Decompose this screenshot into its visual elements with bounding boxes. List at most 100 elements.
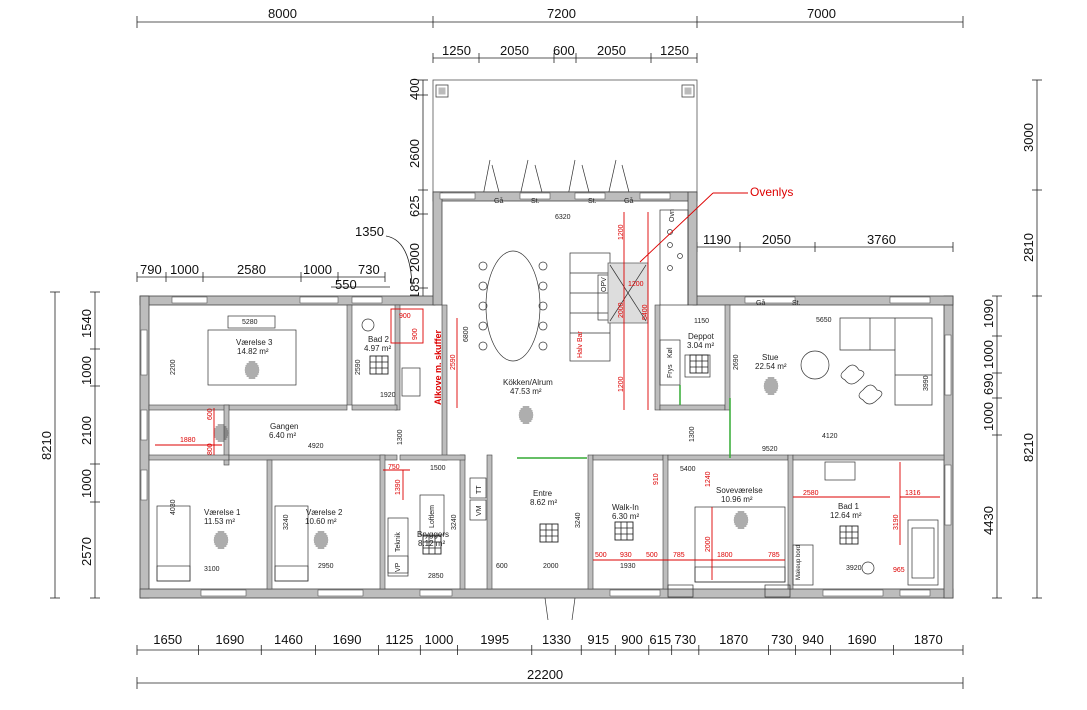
svg-text:St.: St. [588, 198, 597, 205]
svg-text:550: 550 [335, 277, 357, 292]
svg-text:2600: 2600 [407, 139, 422, 168]
svg-text:1300: 1300 [397, 429, 404, 445]
svg-text:5280: 5280 [242, 319, 258, 326]
svg-text:1090: 1090 [981, 299, 996, 328]
room-labels: Værelse 3 14.82 m² Bad 2 4.97 m² Alkove … [204, 329, 862, 548]
svg-text:St.: St. [531, 198, 540, 205]
svg-text:9520: 9520 [762, 446, 778, 453]
room-halvbar-name: Halv Bar [577, 330, 584, 358]
bottom-dim-label: 730 [674, 632, 696, 647]
svg-text:1240: 1240 [705, 471, 712, 487]
svg-text:1000: 1000 [981, 402, 996, 431]
svg-text:1540: 1540 [79, 309, 94, 338]
svg-text:4920: 4920 [308, 443, 324, 450]
svg-text:2100: 2100 [79, 416, 94, 445]
svg-text:930: 930 [620, 552, 632, 559]
room-bad2-area: 4.97 m² [364, 344, 391, 353]
svg-text:2950: 2950 [318, 563, 334, 570]
floor-grid [839, 525, 859, 545]
room-vaerelse3-area: 14.82 m² [237, 347, 269, 356]
svg-text:1500: 1500 [430, 465, 446, 472]
dim-top-2: 7200 [547, 6, 576, 21]
svg-text:2850: 2850 [428, 573, 444, 580]
hatch-symbol [213, 531, 229, 549]
svg-text:TT: TT [476, 485, 483, 494]
svg-text:1000: 1000 [79, 356, 94, 385]
svg-text:2000: 2000 [618, 302, 625, 318]
room-sovevaerelse-name: Soveværelse [716, 486, 763, 495]
room-kokken-area: 47.53 m² [510, 387, 542, 396]
svg-text:1000: 1000 [79, 469, 94, 498]
svg-text:1930: 1930 [620, 563, 636, 570]
svg-text:910: 910 [653, 473, 660, 485]
svg-text:1920: 1920 [380, 392, 396, 399]
bottom-dim-label: 1330 [542, 632, 571, 647]
room-gangen-name: Gangen [270, 422, 298, 431]
top-dimension-texts: 8000 7200 7000 1250 2050 600 2050 1250 7… [140, 6, 896, 292]
svg-text:600: 600 [553, 43, 575, 58]
svg-text:1000: 1000 [303, 262, 332, 277]
svg-text:625: 625 [407, 195, 422, 217]
room-bryggers-name: Bryggers [417, 530, 449, 539]
bottom-dim-label: 1000 [424, 632, 453, 647]
svg-text:600: 600 [496, 563, 508, 570]
svg-text:965: 965 [893, 567, 905, 574]
svg-text:Makeup bord: Makeup bord [796, 545, 802, 580]
svg-text:1200: 1200 [628, 281, 644, 288]
svg-text:1390: 1390 [395, 479, 402, 495]
svg-text:8210: 8210 [1021, 433, 1036, 462]
room-sovevaerelse-area: 10.96 m² [721, 495, 753, 504]
room-kokken-name: Kökken/Alrum [503, 378, 553, 387]
svg-text:VM: VM [476, 505, 483, 516]
svg-text:1190: 1190 [703, 232, 731, 247]
svg-text:3760: 3760 [867, 232, 896, 247]
svg-text:2000: 2000 [407, 243, 422, 272]
svg-text:4030: 4030 [170, 499, 177, 515]
svg-text:730: 730 [358, 262, 380, 277]
floor-grid [614, 521, 634, 541]
svg-text:1880: 1880 [180, 437, 196, 444]
hatch-symbol [244, 361, 260, 379]
svg-text:2690: 2690 [733, 354, 740, 370]
svg-text:OPV: OPV [601, 277, 608, 292]
svg-text:3920: 3920 [846, 565, 862, 572]
room-vaerelse2-name: Værelse 2 [306, 508, 343, 517]
svg-text:785: 785 [768, 552, 780, 559]
svg-text:2200: 2200 [170, 359, 177, 375]
dim-left-total: 8210 [39, 431, 54, 460]
svg-text:5400: 5400 [680, 466, 696, 473]
svg-text:600: 600 [207, 408, 214, 420]
svg-text:4120: 4120 [822, 433, 838, 440]
furniture [156, 209, 939, 621]
floor-grid [539, 523, 559, 543]
interior-walls [148, 304, 945, 590]
bottom-dim-label: 1690 [215, 632, 244, 647]
bottom-dim-label: 1870 [914, 632, 943, 647]
room-alkove-name: Alkove m. skuffer [433, 329, 443, 405]
svg-text:Gå: Gå [494, 197, 503, 205]
bottom-dim-label: 1125 [385, 632, 413, 647]
svg-text:900: 900 [412, 328, 419, 340]
dim-top-1: 8000 [268, 6, 297, 21]
svg-text:2000: 2000 [543, 563, 559, 570]
hatch-symbol [763, 377, 779, 395]
svg-text:400: 400 [407, 78, 422, 100]
room-vaerelse1-area: 11.53 m² [204, 517, 235, 526]
svg-text:St.: St. [792, 300, 801, 307]
floor-grid [422, 535, 442, 555]
room-vaerelse2-area: 10.60 m² [305, 517, 337, 526]
svg-text:1800: 1800 [717, 552, 733, 559]
bottom-dim-label: 900 [621, 632, 643, 647]
svg-text:1250: 1250 [442, 43, 471, 58]
room-bryggers-area: 8.12 m² [418, 539, 445, 548]
floor-grid [689, 354, 709, 374]
svg-text:785: 785 [673, 552, 685, 559]
svg-text:Køl: Køl [667, 347, 674, 358]
inner-dimensions: 5280 2200 2590 1920 6320 6800 5650 2690 … [170, 214, 930, 580]
bottom-dim-label: 1870 [719, 632, 748, 647]
svg-text:5400: 5400 [642, 304, 649, 320]
red-dimensions: 900 900 2590 1200 1200 2000 5400 1200 60… [155, 212, 940, 580]
terrace [432, 79, 698, 197]
room-entre-name: Entre [533, 489, 553, 498]
